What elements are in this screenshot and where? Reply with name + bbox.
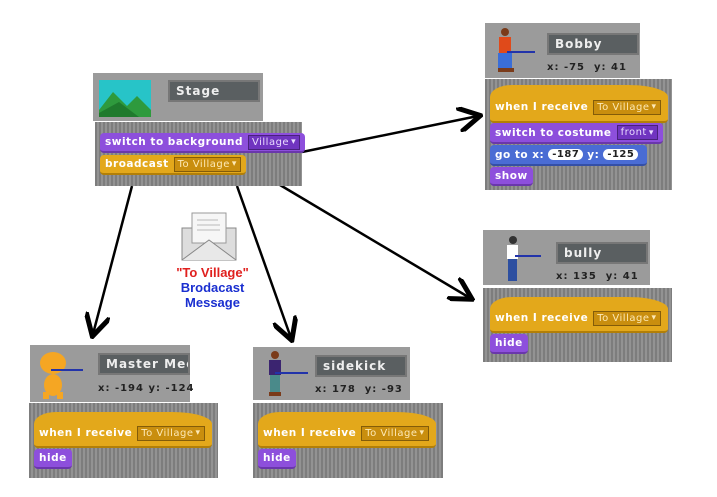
broadcast-block[interactable]: broadcast To Village [100,155,246,175]
note-line-3: Message [185,295,240,310]
stage-thumbnail[interactable] [99,80,151,117]
bobby-thumbnail[interactable] [495,26,540,76]
block-label: go to x: [495,148,545,161]
block-label: when I receive [495,312,589,324]
arrow-to-bully [274,180,470,298]
message-dropdown[interactable]: To Village [173,156,241,172]
stage-header: Stage [93,73,263,121]
sprite-coordinates: x: 135 y: 41 [556,271,639,282]
when-i-receive-hat-block[interactable]: when I receive To Village [490,85,668,123]
sprite-name-field[interactable]: bully [556,242,648,264]
sidekick-scripts-area: when I receive To Village hide [253,403,443,478]
bobby-header: Bobby x: -75 y: 41 [485,23,640,78]
hide-block[interactable]: hide [258,449,296,469]
block-label: switch to background [105,136,243,148]
x-input[interactable]: -187 [548,149,584,160]
costume-dropdown[interactable]: front [616,125,658,140]
go-to-xy-block[interactable]: go to x: -187 y: -125 [490,145,648,166]
arrow-to-master-meow [93,185,134,334]
sprite-name-field[interactable]: Bobby [547,33,639,55]
hide-block[interactable]: hide [34,449,72,469]
message-dropdown[interactable]: To Village [593,310,661,326]
when-i-receive-hat-block[interactable]: when I receive To Village [34,412,212,448]
message-dropdown[interactable]: To Village [593,99,661,115]
sprite-name-field[interactable]: Master Meow [98,353,190,375]
broadcast-message-note: "To Village" Brodacast Message [160,265,265,310]
message-dropdown[interactable]: To Village [361,425,429,441]
background-dropdown[interactable]: Village [248,134,301,150]
note-line-2: Brodacast [180,280,245,295]
y-input[interactable]: -125 [603,149,639,160]
stage-scripts-area: switch to background Village broadcast T… [95,122,306,186]
arrow-to-bobby [301,116,478,154]
block-label: when I receive [39,427,133,439]
when-i-receive-hat-block[interactable]: when I receive To Village [258,412,436,448]
sidekick-thumbnail[interactable] [263,349,313,399]
bully-header: bully x: 135 y: 41 [483,230,650,285]
master-meow-thumbnail[interactable] [33,348,88,400]
sprite-coordinates: x: -194 y: -124 [98,383,195,394]
block-label: switch to costume [495,126,612,139]
bobby-scripts-area: when I receive To Village switch to cost… [485,79,672,190]
sprite-coordinates: x: 178 y: -93 [315,384,403,395]
show-block[interactable]: show [490,167,533,186]
bully-scripts-area: when I receive To Village hide [483,288,672,362]
switch-costume-block[interactable]: switch to costume front [490,123,663,144]
sprite-name-field[interactable]: sidekick [315,355,407,377]
hide-block[interactable]: hide [490,334,528,354]
switch-background-block[interactable]: switch to background Village [100,133,306,153]
block-label: y: [587,148,600,161]
when-i-receive-hat-block[interactable]: when I receive To Village [490,297,668,333]
master-meow-header: Master Meow x: -194 y: -124 [30,345,193,402]
envelope-icon [181,212,237,261]
block-label: when I receive [495,101,589,113]
block-label: broadcast [105,158,169,170]
master-meow-scripts-area: when I receive To Village hide [29,403,218,478]
arrow-to-sidekick [235,185,291,338]
message-dropdown[interactable]: To Village [137,425,205,441]
note-message-name: "To Village" [176,265,249,280]
sidekick-header: sidekick x: 178 y: -93 [253,347,410,400]
sprite-name-field[interactable]: Stage [168,80,260,102]
block-label: when I receive [263,427,357,439]
bully-thumbnail[interactable] [501,234,546,284]
sprite-coordinates: x: -75 y: 41 [547,62,627,73]
